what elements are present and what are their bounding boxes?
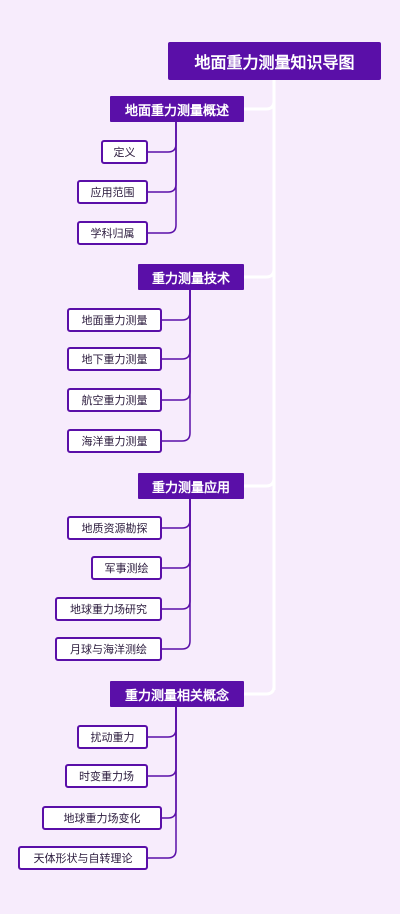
trunk-to-branch-3 [244, 477, 276, 488]
leaf-connector [148, 707, 177, 777]
leaf-connector [148, 707, 177, 859]
leaf-connector [162, 499, 191, 569]
branch-node-overview[interactable]: 地面重力测量概述 [110, 96, 244, 122]
leaf-connector [162, 707, 177, 819]
leaf-connector [162, 499, 191, 529]
leaf-node[interactable]: 海洋重力测量 [67, 429, 162, 453]
leaf-node[interactable]: 定义 [101, 140, 148, 164]
leaf-connector [148, 122, 177, 193]
leaf-node[interactable]: 地球重力场变化 [42, 806, 162, 830]
leaf-connector [162, 290, 191, 360]
leaf-node[interactable]: 时变重力场 [65, 764, 148, 788]
trunk-to-branch-2 [244, 268, 276, 279]
leaf-connector [162, 499, 191, 610]
trunk-to-branch-4 [244, 685, 276, 696]
leaf-connector [162, 290, 191, 321]
leaf-node[interactable]: 月球与海洋测绘 [55, 637, 162, 661]
leaf-node[interactable]: 应用范围 [77, 180, 148, 204]
leaf-connector [148, 122, 177, 234]
leaf-connector [148, 122, 177, 153]
trunk-to-branch-1 [244, 100, 276, 111]
leaf-node[interactable]: 军事测绘 [91, 556, 162, 580]
leaf-node[interactable]: 学科归属 [77, 221, 148, 245]
leaf-node[interactable]: 地下重力测量 [67, 347, 162, 371]
leaf-connector [162, 499, 191, 650]
leaf-connector [148, 707, 177, 738]
leaf-node[interactable]: 地面重力测量 [67, 308, 162, 332]
leaf-node[interactable]: 地球重力场研究 [55, 597, 162, 621]
leaf-node[interactable]: 航空重力测量 [67, 388, 162, 412]
leaf-node[interactable]: 地质资源勘探 [67, 516, 162, 540]
branch-node-concepts[interactable]: 重力测量相关概念 [110, 681, 244, 707]
leaf-connector [162, 290, 191, 401]
root-node[interactable]: 地面重力测量知识导图 [168, 42, 381, 80]
branch-node-applications[interactable]: 重力测量应用 [138, 473, 244, 499]
leaf-node[interactable]: 天体形状与自转理论 [18, 846, 148, 870]
leaf-connector [162, 290, 191, 442]
branch-node-techniques[interactable]: 重力测量技术 [138, 264, 244, 290]
leaf-node[interactable]: 扰动重力 [77, 725, 148, 749]
